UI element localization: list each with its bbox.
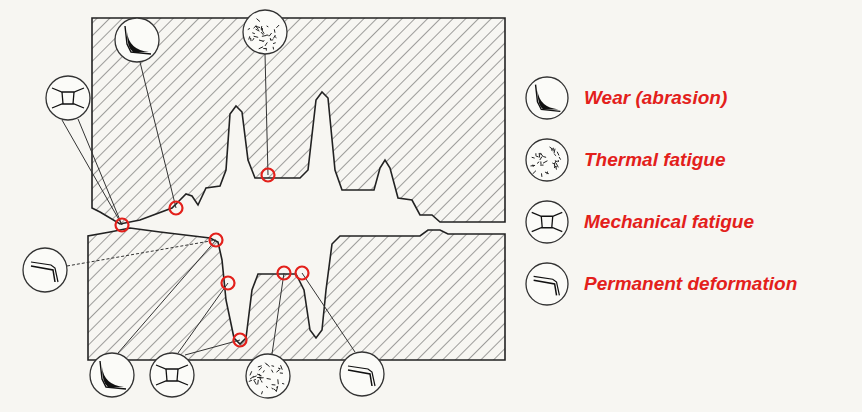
leader-line	[185, 340, 240, 355]
failure-icon	[46, 76, 90, 120]
failure-icon	[340, 352, 384, 396]
failure-icon	[115, 18, 159, 62]
leader-line	[302, 273, 355, 352]
failure-icon	[246, 354, 290, 398]
leader-line	[178, 283, 228, 353]
upper-die	[92, 18, 505, 224]
icon-ring	[23, 248, 67, 292]
failure-icon	[526, 139, 568, 181]
trouble-spot	[296, 267, 309, 280]
failure-icon	[526, 263, 568, 305]
leader-line	[272, 273, 284, 354]
trouble-spot	[278, 267, 291, 280]
legend-label: Permanent deformation	[584, 273, 797, 296]
icon-ring	[115, 18, 159, 62]
failure-icon	[23, 248, 67, 292]
leader-line	[265, 54, 268, 175]
legend-label: Thermal fatigue	[584, 149, 725, 172]
leader-line	[78, 119, 122, 225]
failure-icon	[243, 10, 287, 54]
leader-line	[140, 62, 176, 208]
leader-line	[62, 120, 122, 225]
failure-icon	[526, 201, 568, 243]
legend-label: Wear (abrasion)	[584, 87, 727, 110]
trouble-spot	[222, 277, 235, 290]
failure-icon	[150, 353, 194, 397]
icon-ring	[46, 76, 90, 120]
trouble-spot	[262, 169, 275, 182]
icon-ring	[526, 139, 568, 181]
failure-icon	[526, 77, 568, 119]
trouble-spot	[234, 334, 247, 347]
icon-ring	[150, 353, 194, 397]
failure-icon	[90, 353, 134, 397]
trouble-spot	[170, 202, 183, 215]
legend-icons	[526, 77, 568, 305]
leader-line	[67, 240, 216, 266]
icon-ring	[526, 263, 568, 305]
trouble-spot	[210, 234, 223, 247]
icon-ring	[340, 352, 384, 396]
icon-ring	[243, 10, 287, 54]
icon-ring	[526, 201, 568, 243]
icon-ring	[246, 354, 290, 398]
icon-ring	[90, 353, 134, 397]
legend-label: Mechanical fatigue	[584, 211, 754, 234]
trouble-spot	[116, 219, 129, 232]
leader-line	[118, 240, 216, 353]
icon-ring	[526, 77, 568, 119]
lower-die	[88, 228, 505, 360]
